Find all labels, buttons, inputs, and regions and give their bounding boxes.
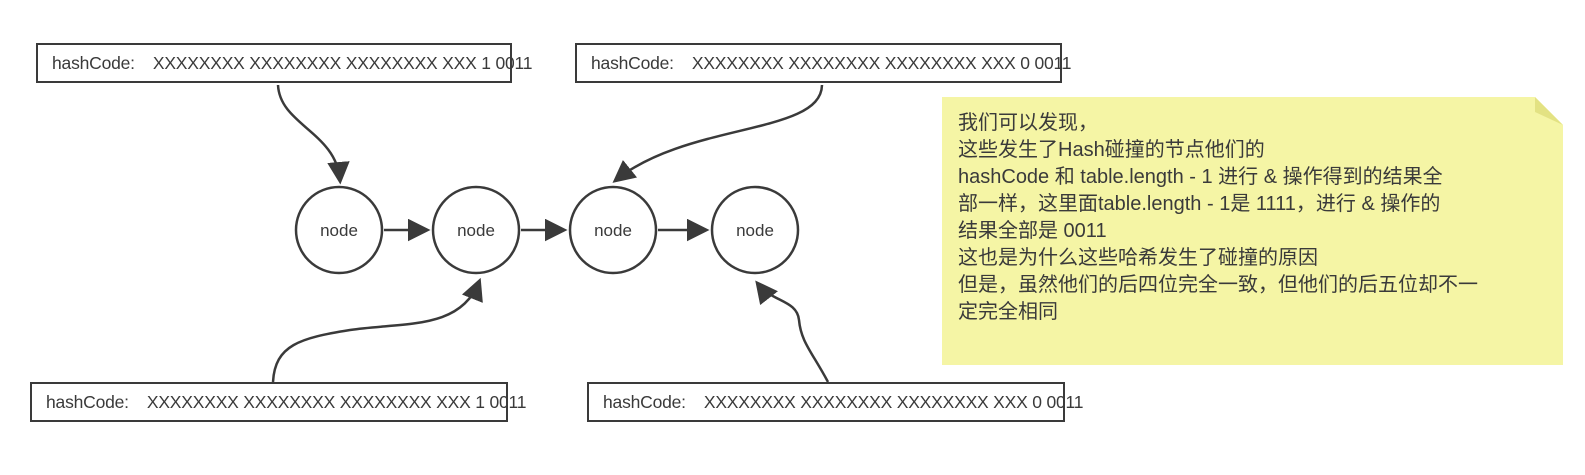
- folded-corner-icon: [1535, 97, 1563, 125]
- note-line: 部一样，这里面table.length - 1是 1111，进行 & 操作的: [958, 193, 1441, 215]
- node4-label: node: [736, 221, 774, 240]
- note-line: 定完全相同: [958, 301, 1058, 323]
- note-line: 结果全部是 0011: [958, 220, 1107, 242]
- hashcode-label: hashCode:: [603, 391, 686, 412]
- node1-circle: [294, 185, 384, 275]
- hashcode-value: XXXXXXXX XXXXXXXX XXXXXXXX XXX 0 0011: [703, 391, 1084, 412]
- sticky-note: 我们可以发现， 这些发生了Hash碰撞的节点他们的 hashCode 和 tab…: [942, 97, 1563, 365]
- arrow-top-right-to-node3: [612, 84, 824, 183]
- node3-label: node: [594, 221, 632, 240]
- hashcode-value: XXXXXXXX XXXXXXXX XXXXXXXX XXX 1 0011: [146, 391, 527, 412]
- node4-circle: [710, 185, 800, 275]
- arrow-bottom-right-to-node4: [755, 280, 830, 383]
- hashcode-label: hashCode:: [591, 52, 674, 73]
- arrow-top-left-to-node1: [276, 84, 350, 185]
- note-line: 但是，虽然他们的后四位完全一致，但他们的后五位却不一: [958, 274, 1478, 296]
- hashcode-value: XXXXXXXX XXXXXXXX XXXXXXXX XXX 0 0011: [691, 52, 1072, 73]
- hashcode-label: hashCode:: [52, 52, 135, 73]
- note-line: hashCode 和 table.length - 1 进行 & 操作得到的结果…: [958, 166, 1443, 188]
- node1-label: node: [320, 221, 358, 240]
- note-line: 我们可以发现，: [958, 112, 1098, 134]
- node2-circle: [431, 185, 521, 275]
- arrow-bottom-left-to-node2: [271, 277, 483, 383]
- hashcode-label: hashCode:: [46, 391, 129, 412]
- hashcode-box-bottom-right: hashCode: XXXXXXXX XXXXXXXX XXXXXXXX XXX…: [587, 382, 1083, 422]
- note-line: 这也是为什么这些哈希发生了碰撞的原因: [958, 247, 1318, 269]
- node3-circle: [568, 185, 658, 275]
- hashcode-value: XXXXXXXX XXXXXXXX XXXXXXXX XXX 1 0011: [152, 52, 533, 73]
- note-line: 这些发生了Hash碰撞的节点他们的: [958, 139, 1265, 161]
- hashcode-box-bottom-left: hashCode: XXXXXXXX XXXXXXXX XXXXXXXX XXX…: [30, 382, 526, 422]
- node2-label: node: [457, 221, 495, 240]
- hashcode-box-top-left: hashCode: XXXXXXXX XXXXXXXX XXXXXXXX XXX…: [36, 43, 532, 83]
- hashcode-box-top-right: hashCode: XXXXXXXX XXXXXXXX XXXXXXXX XXX…: [575, 43, 1071, 83]
